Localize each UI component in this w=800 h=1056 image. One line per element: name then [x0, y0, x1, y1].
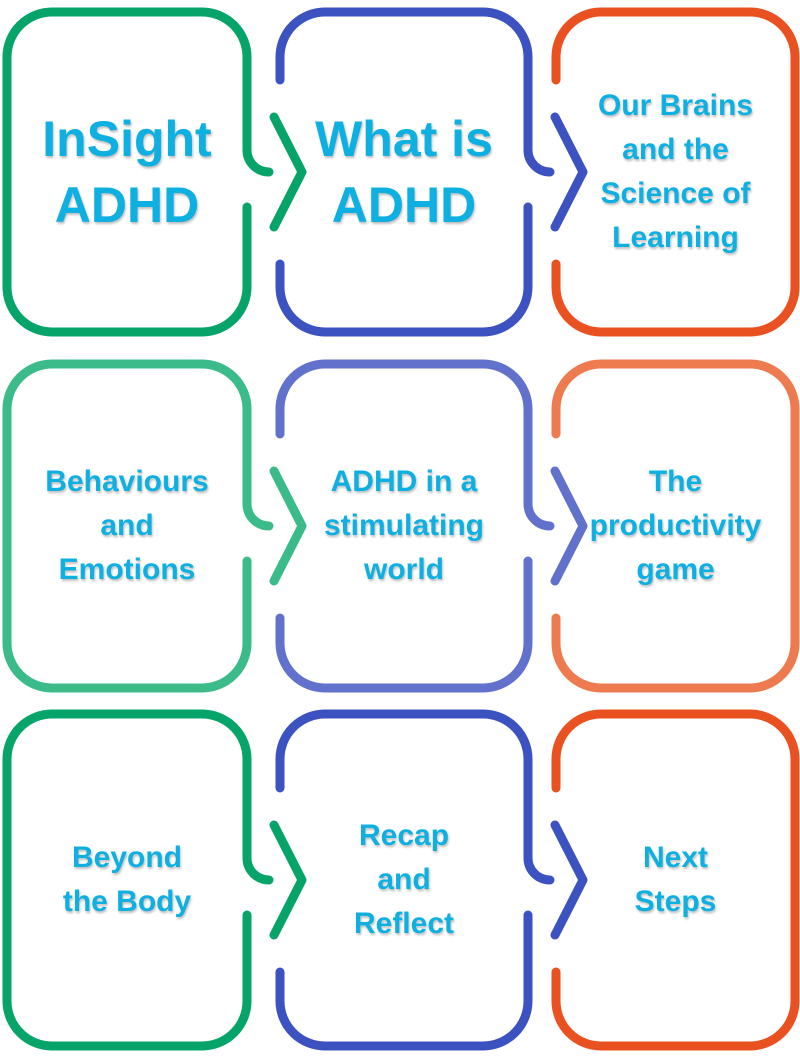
step-recap-reflect: Recap and Reflect — [353, 819, 455, 940]
chevron-right-icon — [269, 820, 307, 940]
step-insight-adhd: InSight ADHD — [42, 111, 212, 233]
step-adhd-stimulating-world: ADHD in a stimulating world — [323, 465, 484, 586]
chevron-right-icon — [550, 112, 588, 232]
box-outline-r1-c3 — [551, 7, 800, 337]
box-outline-r3-c3 — [551, 709, 800, 1051]
box-outline-r1-c1 — [2, 7, 274, 337]
box-outline-r3-c2 — [275, 709, 555, 1051]
chevron-right-icon — [550, 466, 588, 586]
box-outline-r2-c1 — [2, 359, 274, 693]
step-next-steps: Next Steps — [634, 841, 717, 918]
chevron-right-icon — [269, 466, 307, 586]
step-what-is-adhd: What is ADHD — [315, 111, 493, 233]
box-outline-r1-c2 — [275, 7, 555, 337]
box-outline-r2-c3 — [551, 359, 800, 693]
box-outline-r2-c2 — [275, 359, 555, 693]
step-productivity-game: The productivity game — [589, 465, 762, 586]
chevron-right-icon — [550, 820, 588, 940]
step-brains-science-learning: Our Brains and the Science of Learning — [597, 89, 754, 254]
step-beyond-the-body: Beyond the Body — [62, 841, 192, 918]
step-behaviours-emotions: Behaviours and Emotions — [45, 465, 209, 586]
box-outline-r3-c1 — [2, 709, 274, 1051]
chevron-right-icon — [269, 112, 307, 232]
